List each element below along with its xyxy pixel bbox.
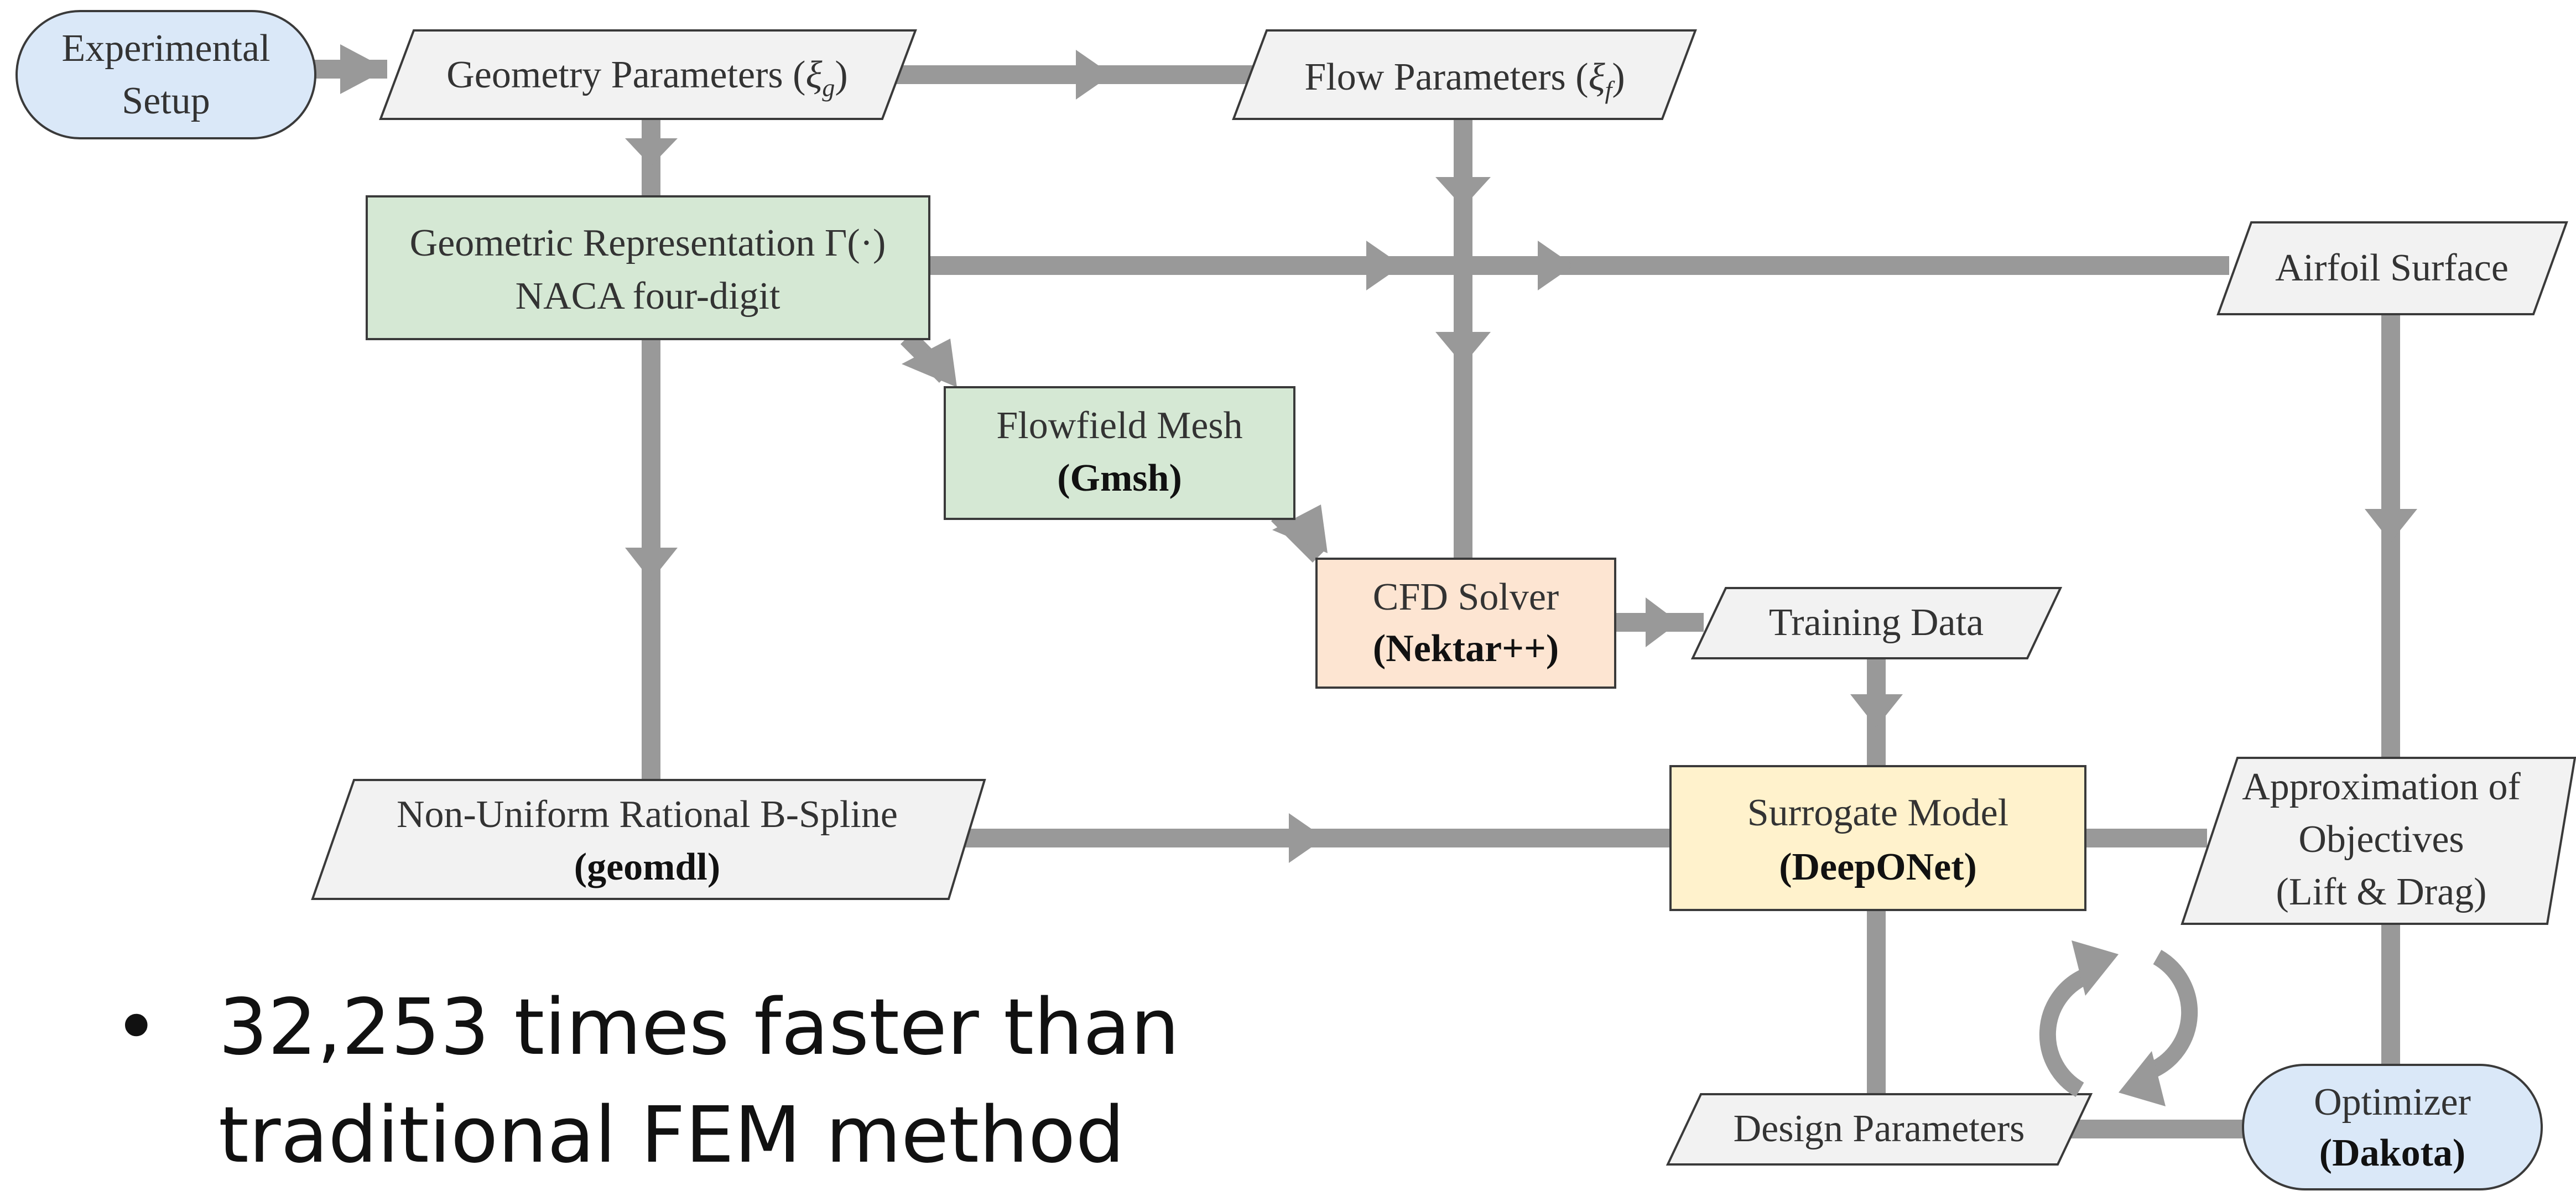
arrowhead-setup-geometry (340, 44, 387, 94)
cfd-solver-line1: CFD Solver (1373, 576, 1559, 618)
bullet-line1: 32,253 times faster than (218, 982, 1179, 1073)
geometric-representation-line1: Geometric Representation Γ(·) (410, 222, 886, 264)
optimizer-node: Optimizer (Dakota) (2242, 1064, 2543, 1190)
experimental-setup-line1: Experimental (61, 27, 270, 70)
arrowheads (340, 44, 2417, 863)
surrogate-model-line1: Surrogate Model (1747, 792, 2008, 834)
arrowhead-geometry-georep (625, 138, 678, 166)
cfd-solver-line2: (Nektar++) (1373, 627, 1559, 670)
surrogate-model-node: Surrogate Model (DeepONet) (1669, 765, 2086, 911)
bullet-note: • 32,253 times faster than traditional F… (113, 982, 1179, 1180)
approximation-node: Approximation of Objectives (Lift & Drag… (2181, 757, 2576, 925)
arrowhead-georep-airfoil-1 (1366, 241, 1402, 290)
flowfield-mesh-line2: (Gmsh) (1057, 457, 1182, 500)
arrowhead-nurbs-surrogate (1289, 813, 1325, 863)
geometry-parameters-label: Geometry Parameters (ξg) (446, 54, 847, 102)
approximation-line2: Objectives (2298, 818, 2464, 861)
airfoil-surface-label: Airfoil Surface (2275, 247, 2509, 289)
nurbs-line2: (geomdl) (574, 846, 720, 888)
training-data-node: Training Data (1690, 587, 2063, 659)
training-data-label: Training Data (1769, 601, 1984, 644)
approximation-line1: Approximation of (2242, 766, 2521, 808)
arrowhead-flow-crossing (1435, 177, 1491, 207)
experimental-setup-line2: Setup (122, 80, 210, 122)
bullet-line2: traditional FEM method (218, 1090, 1125, 1180)
arrowhead-geometry-flow (1076, 50, 1112, 100)
arrowhead-flow-cfd (1435, 332, 1491, 365)
arrowhead-airfoil-approx (2365, 509, 2417, 542)
flowfield-mesh-node: Flowfield Mesh (Gmsh) (944, 386, 1295, 520)
design-parameters-label: Design Parameters (1734, 1107, 2025, 1150)
arrowhead-georep-nurbs (625, 548, 678, 581)
cfd-solver-node: CFD Solver (Nektar++) (1315, 558, 1616, 689)
surrogate-model-line2: (DeepONet) (1779, 846, 1977, 888)
design-parameters-node: Design Parameters (1666, 1093, 2093, 1166)
bullet-symbol: • (113, 982, 159, 1073)
approximation-line3: (Lift & Drag) (2276, 871, 2487, 913)
flowfield-mesh-line1: Flowfield Mesh (996, 404, 1242, 447)
flow-parameters-node: Flow Parameters (ξf) (1232, 29, 1697, 120)
nurbs-line1: Non-Uniform Rational B-Spline (397, 793, 898, 836)
arrowhead-georep-airfoil-2 (1538, 241, 1574, 290)
refresh-cycle-icon (2039, 940, 2198, 1106)
geometric-representation-node: Geometric Representation Γ(·) NACA four-… (366, 195, 930, 340)
arrowhead-training-surrogate (1850, 694, 1903, 727)
optimizer-line1: Optimizer (2314, 1081, 2471, 1124)
experimental-setup-node: Experimental Setup (15, 10, 316, 139)
nurbs-node: Non-Uniform Rational B-Spline (geomdl) (311, 779, 986, 900)
flow-parameters-label: Flow Parameters (ξf) (1304, 56, 1625, 104)
optimizer-line2: (Dakota) (2319, 1132, 2465, 1174)
geometric-representation-line2: NACA four-digit (516, 275, 780, 318)
arrowhead-georep-mesh (902, 339, 957, 387)
airfoil-surface-node: Airfoil Surface (2216, 221, 2568, 315)
geometry-parameters-node: Geometry Parameters (ξg) (379, 29, 917, 120)
arrowhead-mesh-cfd (1272, 505, 1328, 553)
arrowhead-cfd-training (1646, 597, 1679, 647)
